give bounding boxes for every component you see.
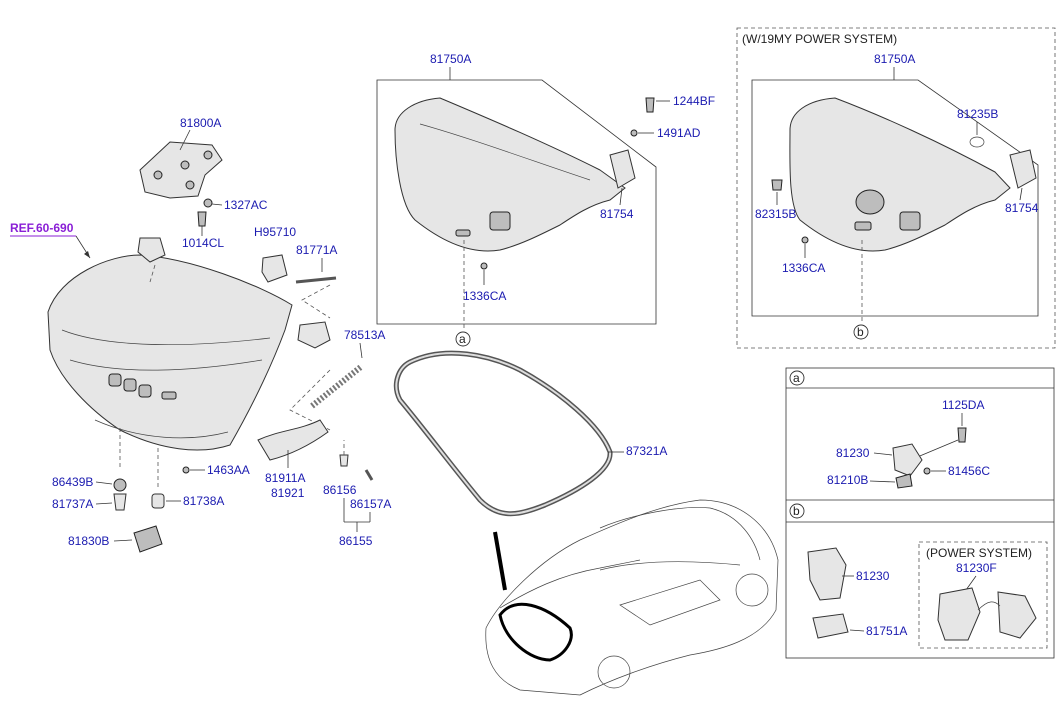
part-81750A-ps[interactable]: 81750A [874,52,915,66]
callout-b[interactable]: b [857,325,864,339]
part-81210B[interactable]: 81210B [827,473,868,487]
part-81751A[interactable]: 81751A [866,624,907,638]
part-81921[interactable]: 81921 [271,486,305,500]
hinge-assembly: 81800A 1327AC 1014CL [139,116,268,250]
detail-a-tag[interactable]: a [793,371,800,385]
detail-a-box: a 1125DA 81230 81210B 81456C [785,367,1055,659]
part-86156[interactable]: 86156 [323,483,357,497]
trunk-lid [47,254,293,451]
ref-label-group: REF.60-690 [10,221,91,259]
part-81230F[interactable]: 81230F [956,561,997,575]
part-81754-main[interactable]: 81754 [600,207,634,221]
part-86439B[interactable]: 86439B [52,475,93,489]
part-81456C[interactable]: 81456C [948,464,990,478]
part-81830B[interactable]: 81830B [68,534,109,548]
part-81230-b[interactable]: 81230 [856,569,890,583]
detail-b-tag[interactable]: b [793,504,800,518]
callout-a[interactable]: a [459,332,466,346]
weatherstrip: 87321A [393,350,667,591]
part-1336CA-ps[interactable]: 1336CA [782,261,825,275]
part-H95710[interactable]: H95710 [254,225,296,239]
power-system-sub[interactable]: (POWER SYSTEM) [926,546,1032,560]
part-1327AC[interactable]: 1327AC [224,198,268,212]
sensor-and-rod: H95710 81771A [254,225,337,319]
detail-b-box: b 81230 81751A (POWER SYSTEM) 81230F [786,503,1054,649]
part-81911A[interactable]: 81911A [265,471,305,485]
part-81235B[interactable]: 81235B [957,107,998,121]
part-81230-a[interactable]: 81230 [836,446,870,460]
part-81737A[interactable]: 81737A [52,497,93,511]
part-1336CA-main[interactable]: 1336CA [463,289,506,303]
part-81750A-main[interactable]: 81750A [430,52,471,66]
part-78513A[interactable]: 78513A [344,328,385,342]
power-system-box: (W/19MY POWER SYSTEM) 81750A 81754 81235… [736,27,1056,349]
part-87321A[interactable]: 87321A [626,444,667,458]
part-86157A[interactable]: 86157A [350,497,391,511]
trim-panel-box: 81750A 81754 1244BF 1491AD 1336CA a [376,52,715,347]
ref-label[interactable]: REF.60-690 [10,221,74,235]
lid-hinge-brackets [137,237,331,349]
part-81754-ps[interactable]: 81754 [1005,201,1039,215]
part-81800A[interactable]: 81800A [180,116,221,130]
part-82315B[interactable]: 82315B [755,207,796,221]
part-81738A[interactable]: 81738A [183,494,224,508]
part-1014CL[interactable]: 1014CL [182,236,224,250]
part-1125DA[interactable]: 1125DA [942,398,984,412]
part-86155[interactable]: 86155 [339,534,373,548]
emblem-group: 86156 86157A 86155 [323,440,391,548]
vehicle-illustration [485,499,779,696]
part-81771A[interactable]: 81771A [296,243,337,257]
power-system-header[interactable]: (W/19MY POWER SYSTEM) [742,32,897,46]
part-1491AD[interactable]: 1491AD [657,126,701,140]
part-1244BF[interactable]: 1244BF [673,94,715,108]
part-1463AA[interactable]: 1463AA [207,463,250,477]
lower-left-parts: 86439B 1463AA 81737A 81738A 81830B [52,428,250,553]
gas-arm: 81911A 81921 [257,419,329,500]
